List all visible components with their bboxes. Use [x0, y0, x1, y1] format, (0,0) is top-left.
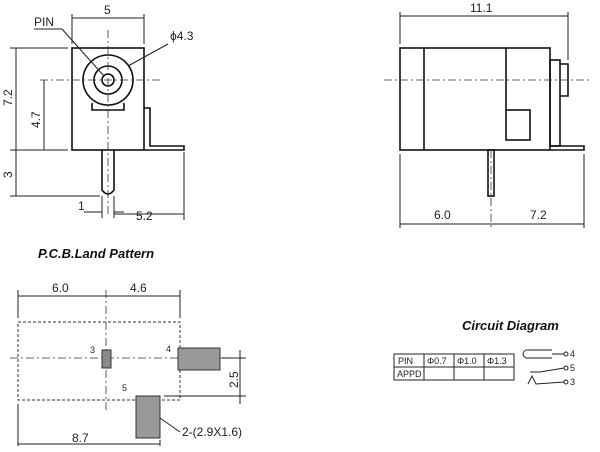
- label-diameter: ϕ4.3: [170, 29, 194, 43]
- pad-3: [101, 349, 112, 369]
- pad-4: [177, 347, 221, 371]
- pcb-dim-left: 6.0: [52, 281, 69, 295]
- pcb-dim-pitch: 2.5: [227, 371, 241, 388]
- front-pin: [101, 150, 115, 195]
- dim-side-left: 6.0: [434, 208, 451, 222]
- circuit-diagram: Circuit Diagram PIN Φ0.7 Φ1.0 Φ1.3 APPD …: [393, 318, 575, 387]
- schematic-pin: [522, 349, 552, 359]
- circuit-title: Circuit Diagram: [462, 318, 559, 333]
- side-view: 11.1 6.0 7.2: [384, 1, 590, 230]
- table-h3: Φ1.3: [487, 356, 507, 366]
- dim-front-offset: 5.2: [136, 209, 153, 223]
- dim-front-width: 5: [104, 3, 111, 17]
- table-h0: PIN: [398, 356, 413, 366]
- table-r0: APPD: [397, 369, 422, 379]
- dim-front-pin: 3: [1, 171, 15, 178]
- front-flange: [144, 107, 185, 151]
- side-body: [399, 47, 551, 151]
- terminal-4: 4: [570, 349, 575, 359]
- pin3-label: 3: [90, 345, 95, 355]
- pad-5: [135, 395, 161, 439]
- terminal-5a: 5: [570, 363, 575, 373]
- pcb-pad-size: 2-(2.9X1.6): [182, 425, 242, 439]
- pin5-label: 5: [122, 383, 127, 393]
- pcb-dim-total: 8.7: [72, 431, 89, 445]
- terminal-5b: 3: [570, 377, 575, 387]
- pcb-dim-right: 4.6: [130, 281, 147, 295]
- front-view: 5 7.2 4.7 3 1 5.2 PIN ϕ4.3: [1, 3, 194, 223]
- schematic-contact: [527, 374, 565, 385]
- pcb-outline: [17, 321, 181, 401]
- dim-side-right: 7.2: [530, 208, 547, 222]
- dim-side-length: 11.1: [470, 1, 493, 15]
- dim-front-height: 7.2: [1, 89, 15, 106]
- schematic-spring: [530, 367, 565, 373]
- pcb-title: P.C.B.Land Pattern: [38, 246, 154, 261]
- label-pin: PIN: [34, 15, 54, 29]
- pcb-pattern: P.C.B.Land Pattern 3 4 5 6.0 4.6 8.7 2.5…: [10, 246, 246, 446]
- dim-front-pin-width: 1: [78, 199, 85, 213]
- table-h1: Φ0.7: [427, 356, 447, 366]
- table-h2: Φ1.0: [457, 356, 477, 366]
- pin4-label: 4: [166, 344, 171, 354]
- dim-front-center: 4.7: [29, 111, 43, 128]
